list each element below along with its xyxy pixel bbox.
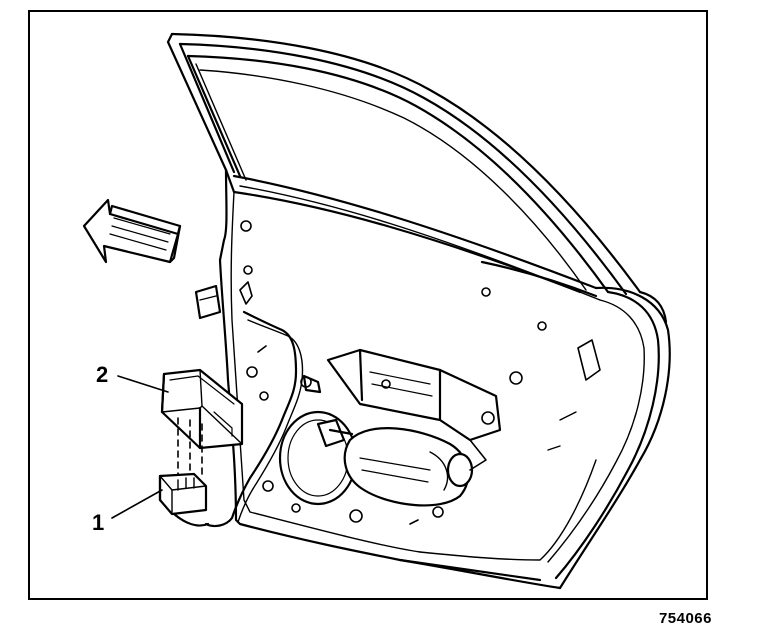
figure-id: 754066	[658, 610, 712, 627]
panel-holes	[240, 220, 547, 525]
door-edge	[547, 290, 668, 451]
window-regulator-motor	[326, 348, 502, 507]
belt-line	[224, 168, 601, 301]
figure-frame	[28, 10, 708, 600]
harness-connector	[158, 472, 210, 527]
callout-1: 1	[92, 510, 105, 535]
wiring-harness	[204, 281, 354, 528]
callout-leaders	[111, 375, 169, 519]
forward-arrow-icon	[82, 198, 182, 264]
door-control-module	[160, 368, 244, 450]
alignment-lines	[177, 417, 203, 479]
door-inner-panel	[218, 168, 671, 590]
window-frame	[166, 32, 642, 296]
callout-2: 2	[96, 362, 109, 387]
mounting-bracket	[194, 284, 222, 320]
